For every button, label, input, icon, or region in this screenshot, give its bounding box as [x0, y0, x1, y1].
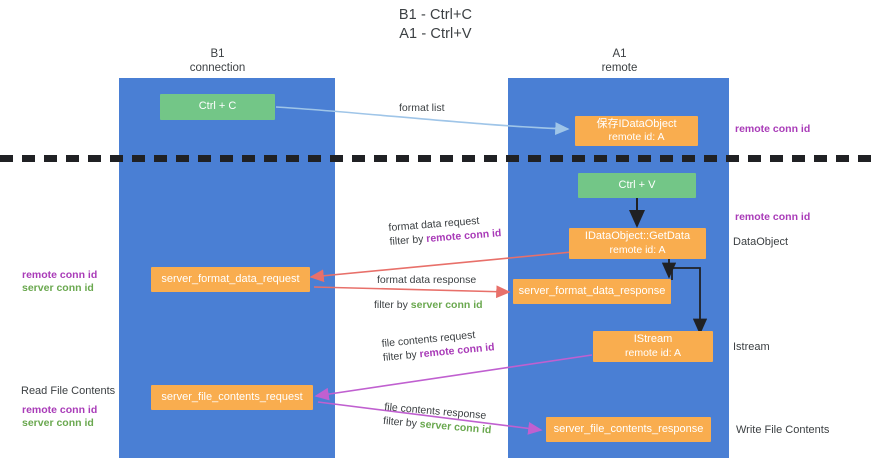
edge-response-to-istream: [671, 267, 708, 335]
edge-label-format-data-response: format data response: [377, 273, 476, 287]
node-idataobject-getdata-label: IDataObject::GetData: [584, 230, 691, 242]
column-header-a1: A1 remote: [552, 48, 687, 75]
filter-prefix: filter by: [374, 299, 411, 311]
edge-label-format-data-response-filter: filter by server conn id: [374, 298, 483, 312]
edge-format-data-response: [313, 285, 511, 299]
annotation-right-remote-conn-id-top: remote conn id: [735, 123, 811, 135]
node-server-file-contents-response[interactable]: server_file_contents_response: [546, 417, 711, 442]
node-ctrl-v[interactable]: Ctrl + V: [578, 173, 696, 198]
phase-separator: [0, 155, 871, 162]
annotation-right-write-file-contents: Write File Contents: [736, 424, 830, 436]
edge-label-format-data-response-main: format data response: [377, 274, 477, 286]
filter-prefix: filter by: [382, 414, 421, 431]
column-header-b1: B1 connection: [150, 48, 285, 75]
node-ctrl-c-label: Ctrl + C: [198, 100, 237, 113]
node-istream-label: IStream: [633, 333, 673, 345]
annotation-left-read-file-contents: Read File Contents: [21, 385, 116, 397]
node-server-format-data-response[interactable]: server_format_data_response: [513, 279, 671, 304]
edge-file-contents-request: [314, 354, 593, 401]
annotation-left-remote-conn-id-1: remote conn id: [22, 269, 98, 281]
node-server-format-data-request[interactable]: server_format_data_request: [151, 267, 310, 292]
column-header-a1-name: A1: [612, 48, 627, 60]
edge-format-data-request: [309, 251, 573, 283]
node-ctrl-v-label: Ctrl + V: [618, 178, 656, 191]
annotation-left-remote-conn-id-2: remote conn id: [22, 404, 98, 416]
edge-format-list: [275, 106, 570, 135]
node-store-idataobject-sub: remote id: A: [608, 131, 665, 143]
annotation-left-server-conn-id-2: server conn id: [22, 417, 94, 429]
annotation-right-remote-conn-id-mid: remote conn id: [735, 211, 811, 223]
title-line-2: A1 - Ctrl+V: [399, 26, 472, 42]
filter-prefix: filter by: [389, 233, 427, 248]
node-idataobject-getdata[interactable]: IDataObject::GetData remote id: A: [569, 228, 706, 259]
filter-key: server conn id: [410, 299, 483, 311]
node-server-format-data-request-label: server_format_data_request: [161, 272, 300, 285]
node-store-idataobject-label: 保存IDataObject: [596, 117, 677, 130]
annotation-right-dataobject: DataObject: [733, 236, 789, 248]
node-ctrl-c[interactable]: Ctrl + C: [160, 94, 275, 120]
title-line-1: B1 - Ctrl+C: [398, 7, 473, 23]
edge-label-format-list: format list: [399, 102, 445, 114]
node-istream[interactable]: IStream remote id: A: [593, 331, 713, 362]
node-server-file-contents-request-label: server_file_contents_request: [161, 390, 303, 403]
column-header-b1-sub: connection: [189, 61, 246, 74]
node-server-file-contents-response-label: server_file_contents_response: [553, 422, 704, 435]
annotation-right-istream: Istream: [733, 341, 770, 353]
annotation-left-server-conn-id-1: server conn id: [22, 282, 94, 294]
column-header-a1-sub: remote: [601, 61, 638, 74]
edge-file-contents-response: [317, 401, 543, 435]
node-istream-sub: remote id: A: [624, 346, 682, 359]
column-header-b1-name: B1: [210, 48, 225, 60]
filter-prefix: filter by: [382, 348, 421, 364]
page-title: B1 - Ctrl+C A1 - Ctrl+V: [0, 6, 871, 44]
node-server-format-data-response-label: server_format_data_response: [518, 284, 666, 297]
node-server-file-contents-request[interactable]: server_file_contents_request: [151, 385, 313, 410]
node-store-idataobject[interactable]: 保存IDataObject remote id: A: [575, 116, 698, 146]
node-idataobject-getdata-sub: remote id: A: [609, 243, 666, 256]
